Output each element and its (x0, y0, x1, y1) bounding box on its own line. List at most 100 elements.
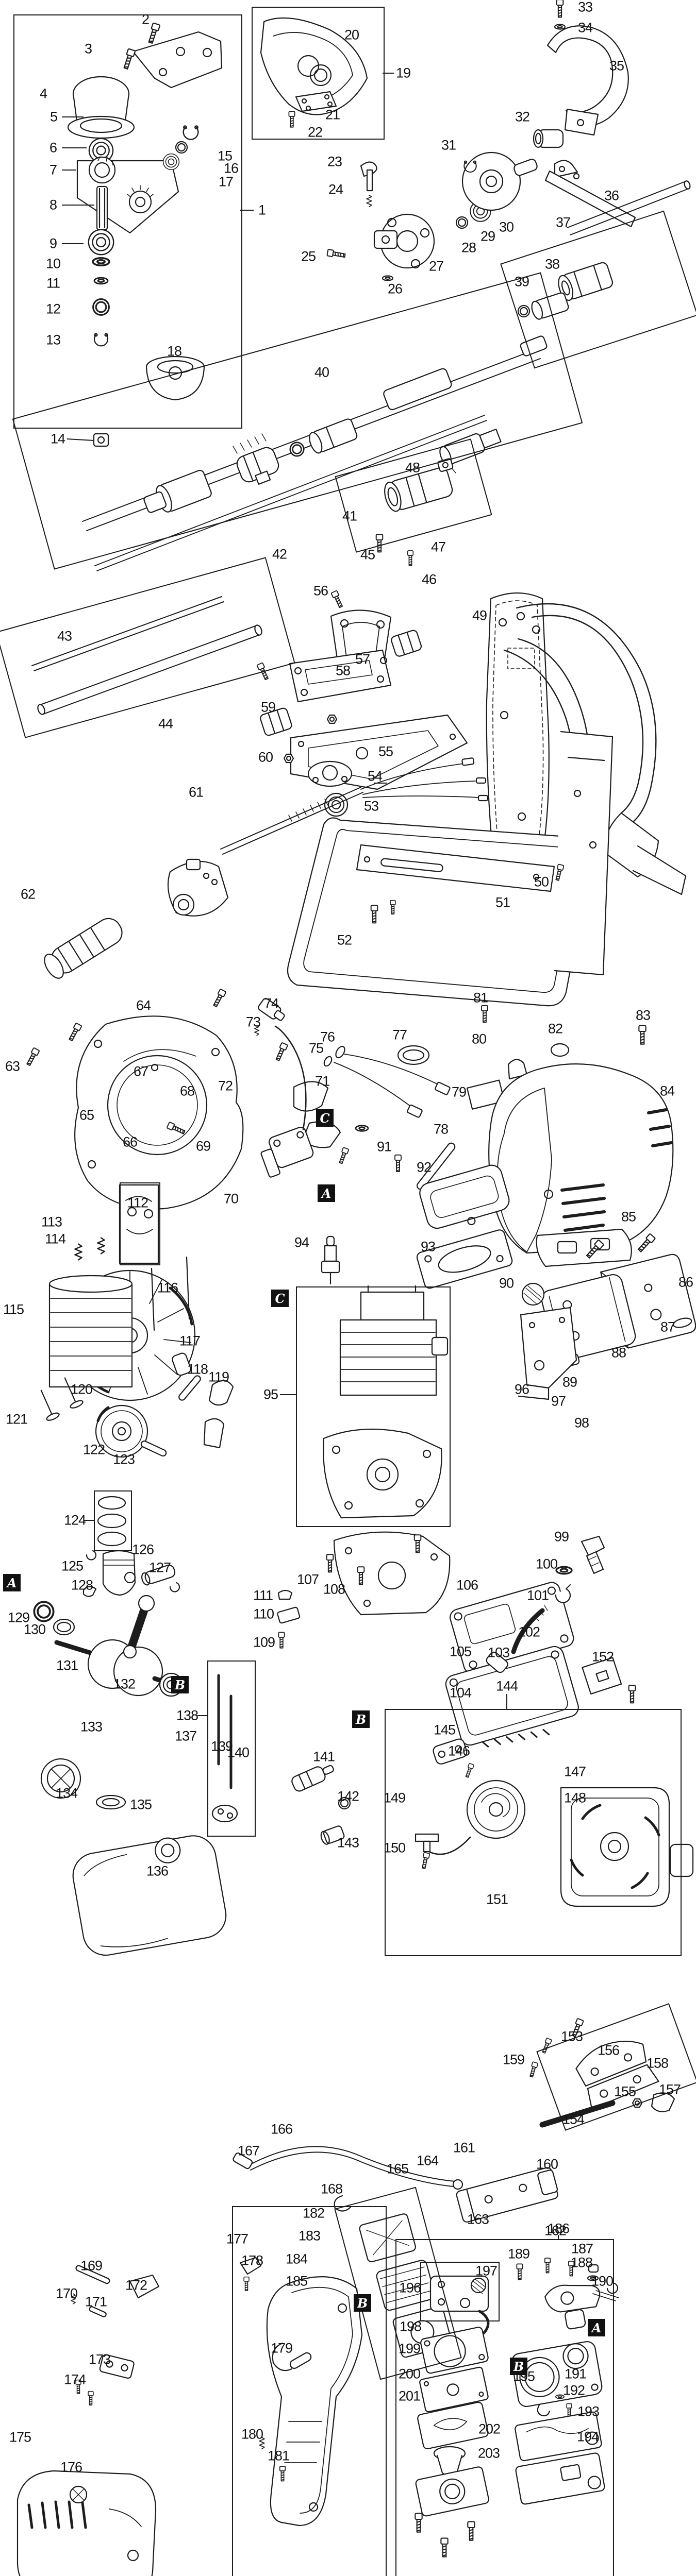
part-callout-13: 13 (45, 332, 61, 348)
part-callout-112: 112 (127, 1195, 148, 1211)
part-callout-153: 153 (560, 2028, 583, 2044)
part-callout-171: 171 (85, 2294, 107, 2310)
part-callout-189: 189 (507, 2246, 530, 2262)
part-callout-169: 169 (80, 2258, 103, 2274)
part-callout-150: 150 (383, 1840, 406, 1856)
part-callout-202: 202 (478, 2421, 501, 2437)
inset-badge-B: B (354, 2294, 371, 2312)
part-callout-56: 56 (313, 583, 328, 599)
part-callout-139: 139 (210, 1738, 233, 1754)
part-callout-92: 92 (416, 1159, 432, 1175)
part-callout-136: 136 (146, 1863, 169, 1879)
part-callout-85: 85 (621, 1209, 636, 1225)
part-callout-190: 190 (591, 2273, 614, 2289)
part-callout-79: 79 (451, 1084, 467, 1100)
part-callout-147: 147 (564, 1764, 586, 1780)
part-callout-40: 40 (314, 364, 329, 380)
part-callout-132: 132 (113, 1676, 136, 1692)
inset-badge-A: A (588, 2319, 605, 2336)
part-callout-185: 185 (285, 2273, 308, 2289)
carburetor-box (395, 2239, 614, 2576)
part-callout-187: 187 (571, 2241, 593, 2257)
inset-badge-B: B (171, 1676, 189, 1693)
part-callout-196: 196 (399, 2280, 421, 2296)
part-callout-42: 42 (272, 546, 287, 562)
part-callout-73: 73 (245, 1014, 261, 1030)
part-callout-35: 35 (609, 58, 624, 74)
part-callout-162: 162 (544, 2223, 567, 2239)
part-callout-122: 122 (82, 1442, 105, 1458)
part-callout-44: 44 (158, 716, 173, 732)
part-callout-84: 84 (659, 1083, 675, 1099)
part-callout-158: 158 (646, 2055, 669, 2071)
part-callout-33: 33 (577, 0, 593, 15)
part-callout-130: 130 (23, 1621, 46, 1637)
part-callout-64: 64 (136, 997, 151, 1013)
part-callout-175: 175 (9, 2429, 31, 2445)
part-callout-152: 152 (591, 1649, 614, 1665)
part-callout-54: 54 (367, 768, 383, 784)
part-callout-188: 188 (570, 2255, 593, 2270)
part-callout-133: 133 (80, 1719, 103, 1735)
part-callout-119: 119 (208, 1369, 229, 1385)
part-callout-12: 12 (45, 301, 61, 317)
part-callout-186: 186 (547, 2221, 570, 2236)
part-callout-166: 166 (270, 2121, 293, 2137)
inset-badge-C: C (271, 1290, 289, 1307)
part-callout-106: 106 (456, 1577, 478, 1593)
part-callout-32: 32 (515, 109, 530, 125)
starter-box (385, 1709, 682, 1956)
part-callout-110: 110 (253, 1606, 274, 1622)
part-callout-27: 27 (428, 258, 444, 274)
part-callout-55: 55 (378, 743, 393, 759)
part-callout-157: 157 (658, 2081, 681, 2097)
part-callout-22: 22 (307, 124, 323, 140)
part-callout-118: 118 (187, 1361, 208, 1377)
part-callout-23: 23 (327, 154, 342, 170)
inset-badge-A: A (318, 1184, 335, 1202)
part-callout-87: 87 (660, 1319, 675, 1335)
part-callout-43: 43 (57, 628, 72, 644)
part-callout-121: 121 (5, 1411, 28, 1427)
part-callout-76: 76 (320, 1029, 335, 1045)
part-callout-96: 96 (514, 1381, 529, 1397)
part-callout-203: 203 (477, 2445, 500, 2461)
part-callout-90: 90 (499, 1275, 514, 1291)
part-callout-51: 51 (495, 894, 510, 910)
part-callout-137: 137 (174, 1728, 197, 1744)
cylinder-box (296, 1286, 451, 1527)
part-callout-98: 98 (574, 1415, 589, 1431)
part-callout-180: 180 (241, 2426, 263, 2442)
part-callout-155: 155 (614, 2083, 636, 2099)
part-callout-25: 25 (301, 248, 316, 264)
part-callout-62: 62 (20, 886, 36, 902)
part-callout-170: 170 (55, 2285, 78, 2301)
part-callout-17: 17 (218, 174, 234, 190)
part-callout-60: 60 (258, 749, 273, 765)
part-callout-163: 163 (467, 2211, 489, 2227)
part-callout-148: 148 (564, 1790, 586, 1806)
pump-body-box (420, 2262, 500, 2321)
part-callout-24: 24 (328, 181, 343, 197)
part-callout-50: 50 (534, 874, 549, 890)
ring-set-box (94, 1490, 132, 1551)
part-callout-97: 97 (551, 1393, 566, 1409)
part-callout-108: 108 (323, 1581, 345, 1597)
part-callout-199: 199 (398, 2341, 421, 2357)
part-callout-114: 114 (44, 1231, 66, 1247)
part-callout-120: 120 (70, 1381, 93, 1397)
part-callout-41: 41 (342, 508, 357, 524)
part-callout-99: 99 (554, 1529, 569, 1545)
part-callout-77: 77 (392, 1027, 407, 1043)
part-callout-104: 104 (449, 1685, 472, 1701)
part-callout-81: 81 (473, 990, 488, 1006)
part-callout-19: 19 (395, 65, 411, 81)
part-callout-115: 115 (3, 1301, 24, 1317)
part-callout-182: 182 (302, 2205, 325, 2221)
part-callout-145: 145 (433, 1722, 456, 1738)
oil-pipe-box (207, 1660, 256, 1837)
part-callout-45: 45 (360, 547, 375, 563)
part-callout-123: 123 (112, 1451, 135, 1467)
part-callout-124: 124 (63, 1512, 86, 1528)
